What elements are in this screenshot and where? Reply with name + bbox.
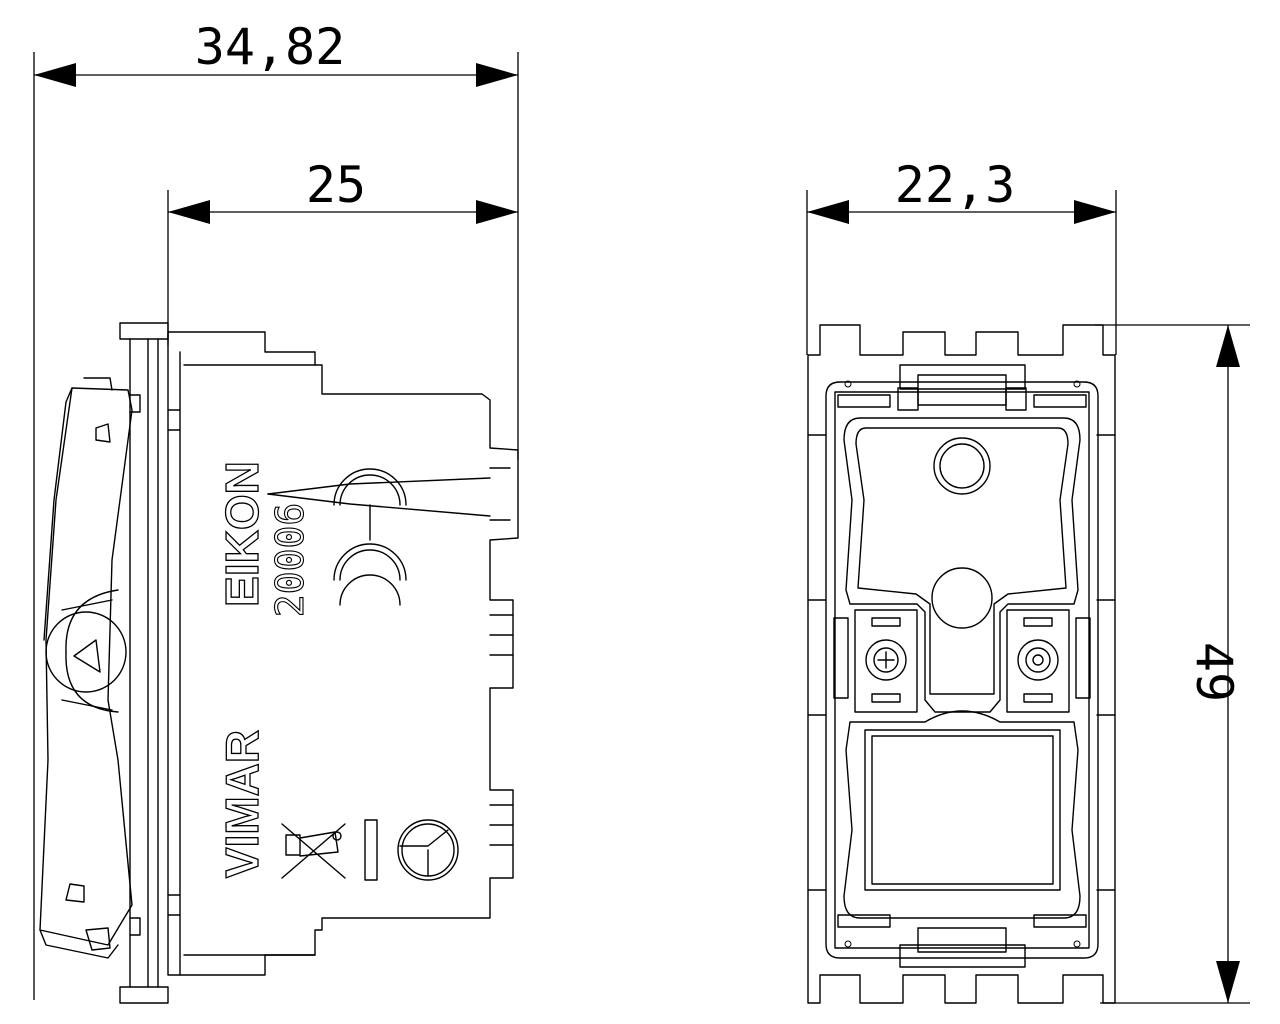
dimension-width: 22,3 [806,156,1117,355]
dimension-label-34-82: 34,82 [195,18,346,76]
rocker-actuator [39,377,133,959]
dimension-body-depth: 25 [167,156,518,345]
arrow-head [476,200,518,224]
upper-cavity [843,417,1081,713]
dimension-label-25: 25 [306,156,366,214]
arrow-head [1216,325,1240,367]
dimension-overall-depth: 34,82 [33,18,519,1000]
weee-crossed-bin-icon [281,823,346,879]
ce-mark [333,468,407,606]
switch-housing: EIKON 20006 VIMAR [167,331,519,976]
arrow-head [476,63,518,87]
front-frame [807,324,1116,1004]
product-code-mark: 20006 [268,503,312,617]
eikon-series-mark: EIKON [216,461,268,607]
arrow-head [1216,961,1240,1003]
arrow-head [1074,200,1116,224]
dimension-height: 49 [1095,324,1250,1004]
dimension-label-22-3: 22,3 [895,156,1015,214]
dimension-label-49: 49 [1185,642,1243,702]
lower-cavity [843,710,1081,919]
terminal-right [1006,609,1091,713]
arrow-head [168,200,210,224]
vimar-brand-mark: VIMAR [216,730,268,878]
mounting-frame [119,322,169,1004]
arrow-head [34,63,76,87]
front-view [807,324,1116,1004]
switch-symbol-icon [397,819,459,881]
terminal-left [833,609,918,713]
front-inner-body [825,364,1099,968]
arrow-head [807,200,849,224]
side-view: EIKON 20006 VIMAR [39,322,519,1004]
double-insulation-icon [364,819,378,881]
